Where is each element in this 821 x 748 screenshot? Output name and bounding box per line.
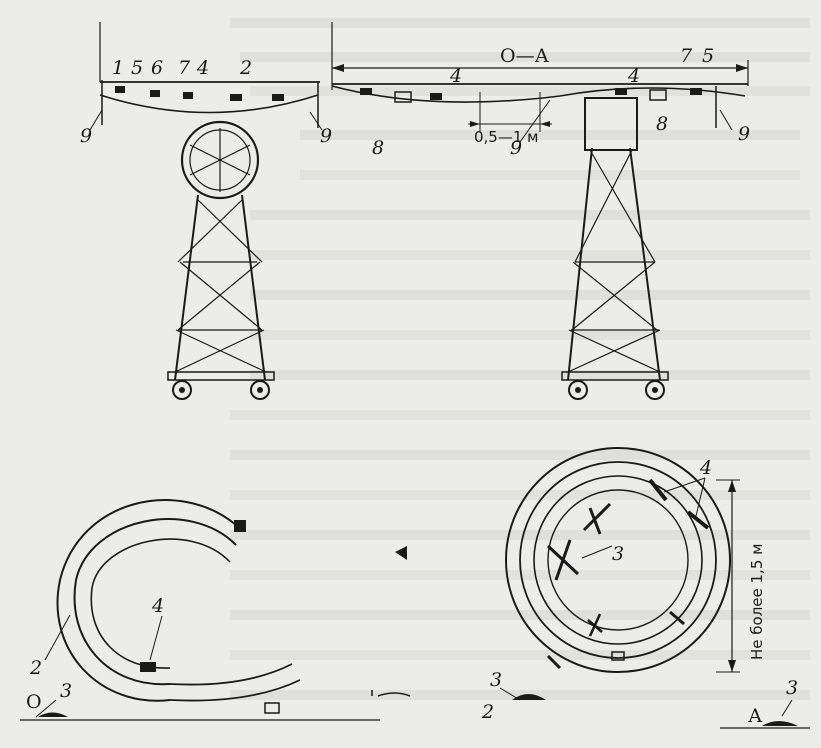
callout-8-b: 8 <box>656 113 668 135</box>
callout-1: 1 <box>112 57 124 79</box>
callout-4: 4 <box>196 57 209 79</box>
callout-5-right: 5 <box>702 45 714 67</box>
vertical-dimension: Не более 1,5 м <box>748 544 766 660</box>
right-plan-callouts: 4 3 3 А Не более 1,5 м <box>612 457 798 727</box>
callout-7-right: 7 <box>680 45 693 67</box>
callout-3-plan-inner: 3 <box>612 543 624 565</box>
callout-3-A: 3 <box>786 677 798 699</box>
point-O: О <box>26 691 42 713</box>
left-side-view <box>89 22 323 400</box>
right-section-view <box>331 22 749 400</box>
left-plan-view <box>20 499 546 721</box>
callout-2: 2 <box>239 57 252 79</box>
callout-7: 7 <box>178 57 191 79</box>
left-top-callouts: 1 5 6 7 4 2 9 9 <box>80 57 332 147</box>
callout-2-plan-bottom: 2 <box>481 701 494 723</box>
callout-9-a: 9 <box>510 137 522 159</box>
left-plan-callouts: 2 4 3 2 О 3 <box>26 595 502 723</box>
callout-4-plan-right: 4 <box>699 457 712 479</box>
callout-4-plan: 4 <box>151 595 164 617</box>
callout-5: 5 <box>131 57 143 79</box>
section-label: О—А <box>500 45 550 67</box>
callout-4-a: 4 <box>449 65 462 87</box>
callout-4-b: 4 <box>627 65 640 87</box>
right-plan-view <box>505 447 810 729</box>
right-top-callouts: О—А 4 4 7 5 8 8 9 9 0,5—1 м <box>372 45 750 159</box>
callout-9-right: 9 <box>320 125 332 147</box>
callout-3-O: 3 <box>60 680 72 702</box>
point-A: А <box>748 705 763 727</box>
callout-2-plan: 2 <box>29 657 42 679</box>
callout-9-b: 9 <box>738 123 750 145</box>
callout-8-a: 8 <box>372 137 384 159</box>
gap-dimension: 0,5—1 м <box>474 128 538 146</box>
callout-6: 6 <box>151 57 163 79</box>
callout-3-plan-center: 3 <box>490 669 502 691</box>
callout-9-left: 9 <box>80 125 92 147</box>
